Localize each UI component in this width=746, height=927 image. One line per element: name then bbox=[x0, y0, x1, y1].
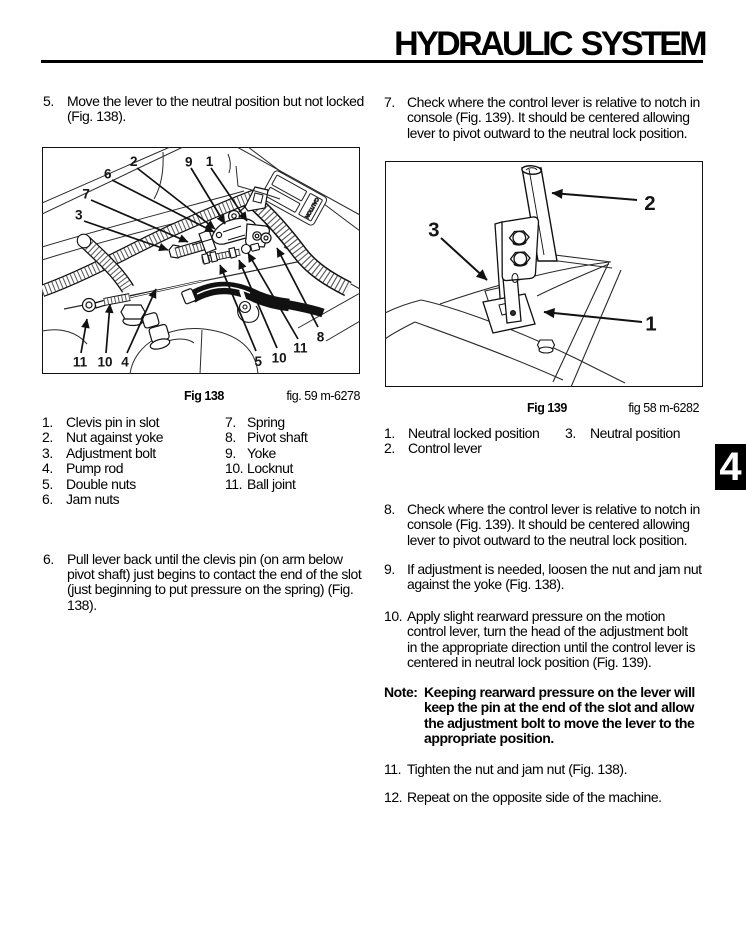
svg-text:3: 3 bbox=[428, 218, 439, 241]
svg-text:10: 10 bbox=[97, 355, 112, 370]
svg-text:4: 4 bbox=[121, 355, 129, 370]
svg-text:7: 7 bbox=[82, 187, 90, 202]
svg-text:1: 1 bbox=[645, 312, 656, 335]
svg-text:2: 2 bbox=[644, 192, 655, 215]
svg-text:2: 2 bbox=[130, 154, 138, 169]
svg-text:8: 8 bbox=[317, 329, 325, 344]
svg-text:5: 5 bbox=[254, 354, 262, 369]
svg-text:3: 3 bbox=[75, 208, 83, 223]
svg-text:11: 11 bbox=[293, 341, 308, 356]
svg-text:11: 11 bbox=[73, 355, 88, 370]
svg-text:9: 9 bbox=[185, 154, 193, 169]
svg-text:1: 1 bbox=[206, 154, 214, 169]
svg-text:6: 6 bbox=[104, 167, 112, 182]
svg-text:10: 10 bbox=[272, 350, 287, 365]
